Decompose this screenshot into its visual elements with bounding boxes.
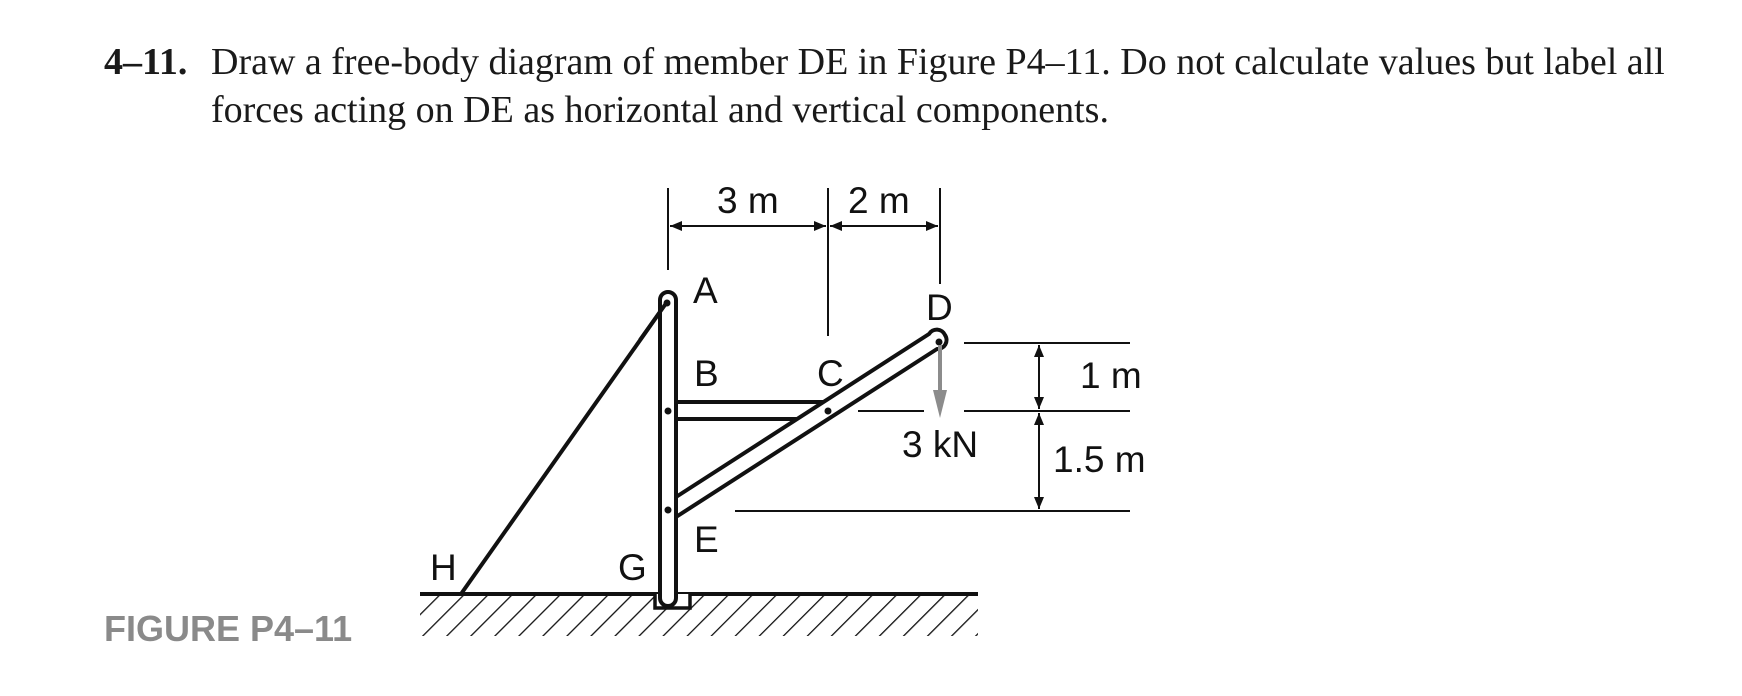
pin-E	[664, 506, 672, 514]
ground	[420, 592, 980, 646]
label-B: B	[694, 353, 719, 394]
top-dimensions	[667, 188, 941, 336]
dim-3m-label: 3 m	[717, 180, 779, 221]
label-D: D	[926, 287, 953, 328]
problem-text: Draw a free-body diagram of member DE in…	[211, 41, 1665, 131]
pin-C	[824, 407, 832, 415]
label-E: E	[694, 519, 719, 560]
right-dimensions	[735, 342, 1130, 512]
pin-D	[935, 338, 943, 346]
dim-2m-label: 2 m	[848, 180, 910, 221]
pin-A	[663, 299, 671, 307]
label-G: G	[618, 547, 647, 588]
dim-1-5m-label: 1.5 m	[1053, 439, 1146, 480]
dim-1m-label: 1 m	[1080, 355, 1142, 396]
label-A: A	[693, 270, 718, 311]
post-AG	[658, 290, 678, 608]
load-arrow-icon	[933, 345, 947, 418]
cable-HA	[459, 300, 669, 596]
member-BC	[676, 400, 830, 421]
label-H: H	[430, 547, 457, 588]
figure-caption: FIGURE P4–11	[104, 608, 353, 649]
problem-statement: 4–11. Draw a free-body diagram of member…	[104, 38, 1724, 134]
load-label: 3 kN	[902, 424, 978, 465]
pin-B	[664, 407, 672, 415]
pins	[663, 299, 943, 514]
label-C: C	[817, 353, 844, 394]
problem-number: 4–11.	[104, 41, 188, 83]
